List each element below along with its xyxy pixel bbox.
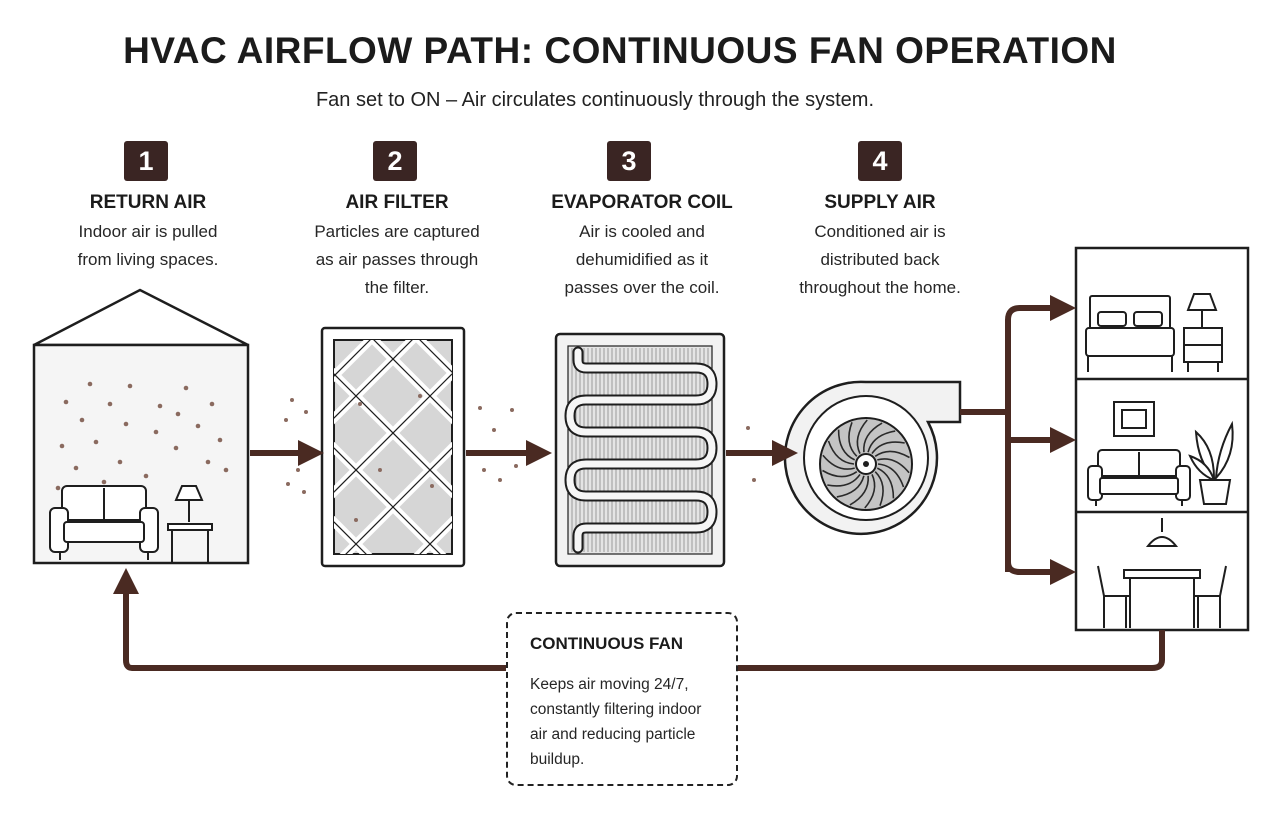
step-1-title: RETURN AIR [89,192,207,213]
evaporator-coil-illustration [554,332,726,568]
fan-blade [822,469,858,478]
fan-blade [877,458,910,474]
house-illustration [32,288,250,565]
fan-blade [836,475,865,498]
lamp-table-icon [167,485,213,562]
fan-blade [871,441,905,455]
fan-blade [827,473,861,487]
fan-blade [874,471,884,506]
step-3-desc: Air is cooled and dehumidified as it pas… [564,222,720,297]
fan-blade [849,475,869,506]
supply-branch-bottom [1005,440,1076,585]
nightstand-icon [1183,293,1223,372]
step-3-badge: 3 [607,141,651,181]
fan-blade [827,440,855,465]
fan-blade [837,429,856,461]
air-filter-illustration [320,326,466,568]
plant-icon [1188,420,1234,505]
sofa-icon [49,485,159,560]
supply-branch-top [1005,295,1076,572]
bed-icon [1085,295,1175,372]
step-3-title: EVAPORATOR COIL [551,192,733,213]
fan-blade [864,474,876,509]
step-4-desc: Conditioned air is distributed back thro… [799,222,961,297]
step-1-desc: Indoor air is pulled from living spaces. [77,222,219,269]
step-4-title: SUPPLY AIR [824,192,936,213]
step-2-desc: Particles are captured as air passes thr… [314,222,480,297]
fan-blade [848,422,858,457]
couch-icon [1087,449,1191,506]
page-title: HVAC AIRFLOW PATH: CONTINUOUS FAN OPERAT… [123,30,1117,71]
note-title: CONTINUOUS FAN [530,634,683,653]
dining-set-icon [1097,518,1227,628]
continuous-fan-note: CONTINUOUS FAN Keeps air moving 24/7, co… [506,612,738,786]
indoor-particles [55,381,229,491]
picture-frame-icon [1113,401,1155,437]
home-rooms-illustration [1074,246,1250,632]
step-4-badge: 4 [858,141,902,181]
airborne-particles [284,398,756,494]
fan-blade [856,419,868,454]
fan-blade [877,463,905,488]
fan-blade [876,467,895,499]
step-1-badge: 1 [124,141,168,181]
note-text: Keeps air moving 24/7, constantly filter… [530,676,702,768]
page-subtitle: Fan set to ON – Air circulates continuou… [315,89,875,111]
fan-blade [874,450,910,459]
fan-blade [867,430,896,453]
step-2-badge: 2 [373,141,417,181]
fan-blade [822,454,855,470]
step-2-title: AIR FILTER [345,192,449,213]
blower-fan-illustration [783,380,962,536]
fan-blade [863,422,883,453]
